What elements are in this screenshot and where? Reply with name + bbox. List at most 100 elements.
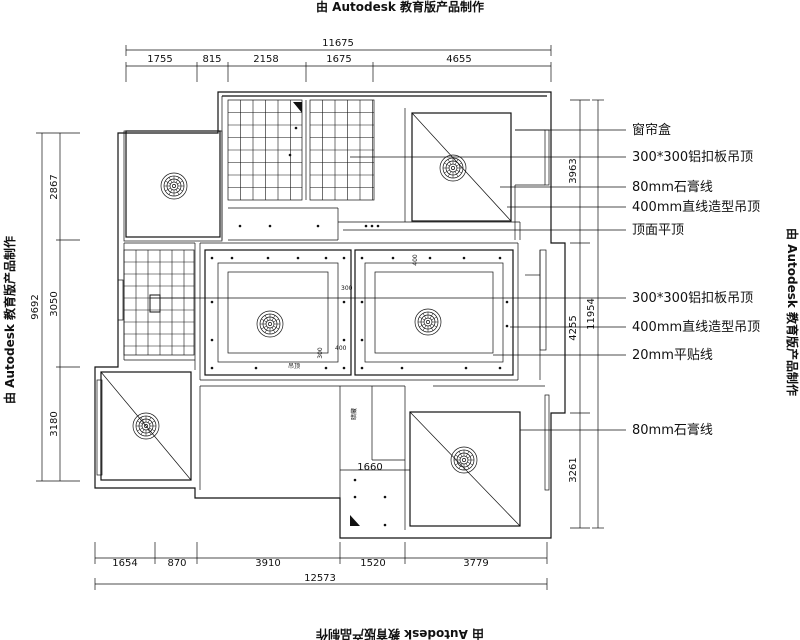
dim-bottom-3: 3910 [255,558,280,569]
right-dimension-chain: 3963 4255 3261 11954 [568,99,604,529]
watermark-right: 由 Autodesk 教育版产品制作 [785,228,800,396]
watermark-top: 由 Autodesk 教育版产品制作 [316,0,484,14]
spotlight-dot [342,300,346,304]
dim-bottom-5: 3779 [463,558,488,569]
room-text-2: 暗藏 [350,408,358,420]
dim-top-3: 2158 [253,54,278,65]
ceiling-lamp-6 [414,308,442,336]
watermark-bottom: 由 Autodesk 教育版产品制作 [316,627,484,640]
spotlight-dot [238,224,242,228]
dim-left-2: 3050 [49,291,60,316]
spotlight-dot [360,366,364,370]
dim-bottom-1: 1654 [112,558,137,569]
spotlight-dot [428,256,432,260]
spotlight-dot [462,256,466,260]
spotlight-dot [498,366,502,370]
ceiling-lamp-2 [439,154,467,182]
spotlight-dot [360,300,364,304]
spotlight-dot [288,153,292,157]
spotlight-dot [210,256,214,260]
callout-leaders [150,129,626,431]
label-aluminum-ceiling-1: 300*300铝扣板吊顶 [632,150,753,165]
spotlight-dot [266,256,270,260]
spotlight-dots [210,126,509,527]
spotlight-dot [316,224,320,228]
spotlight-dot [364,224,368,228]
dim-bottom-4: 1520 [360,558,385,569]
dim-left-3: 3180 [49,411,60,436]
lamp-fixtures [132,154,478,474]
spotlight-dot [353,495,357,499]
panel-top-left [125,130,221,238]
cabinet-mark [149,294,161,313]
panel-center-right [354,249,514,376]
spotlight-dot [342,338,346,342]
dim-bottom-total: 12573 [304,573,336,584]
spotlight-dot [370,224,374,228]
dim-inner-1: 400 [412,254,419,266]
bottom-dimension-chain: 1654 870 3910 1520 3779 12573 [94,542,548,590]
label-curtain-box: 窗帘盒 [632,122,671,138]
spotlight-dot [505,300,509,304]
corner-mark-2 [350,515,360,526]
spotlight-dot [254,366,258,370]
panel-top-right [411,112,512,222]
panel-bottom-right [409,411,521,527]
panel-bottom-left [100,371,192,481]
spotlight-dot [268,224,272,228]
dim-top-total: 11675 [322,38,354,49]
label-gypsum-line-1: 80mm石膏线 [632,179,713,195]
spotlight-dot [353,478,357,482]
dim-inner-2: 300 [341,285,353,292]
label-aluminum-ceiling-2: 300*300铝扣板吊顶 [632,291,753,306]
label-flat-ceiling: 顶面平顶 [632,223,684,238]
spotlight-dot [296,256,300,260]
dim-inner-4: 300 [317,347,324,359]
dim-right-1: 3963 [568,158,579,183]
dim-top-1: 1755 [147,54,172,65]
spotlight-dot [360,256,364,260]
spotlight-dot [464,366,468,370]
top-dimension-chain: 11675 1755 815 2158 1675 4655 [125,38,552,82]
spotlight-dot [400,366,404,370]
spotlight-dot [342,366,346,370]
dim-top-5: 4655 [446,54,471,65]
tile-grid-lines [123,100,374,356]
spotlight-dot [342,256,346,260]
panel-center-left [204,249,352,376]
ceiling-lamp-1 [160,172,188,200]
spotlight-dot [383,495,387,499]
dim-inner-3: 400 [335,345,347,352]
dim-top-2: 815 [202,54,221,65]
spotlight-dot [376,224,380,228]
label-gypsum-line-2: 80mm石膏线 [632,422,713,438]
ceiling-lamp-3 [132,412,160,440]
spotlight-dot [383,523,387,527]
spotlight-dot [505,324,509,328]
corner-mark-1 [293,102,302,113]
spotlight-dot [498,256,502,260]
label-flat-trim: 20mm平贴线 [632,348,713,363]
spotlight-dot [294,126,298,130]
room-text-1: 吊顶 [288,363,300,370]
dim-right-3: 3261 [568,457,579,482]
dim-top-4: 1675 [326,54,351,65]
spotlight-dot [391,256,395,260]
ceiling-lamp-5 [256,310,284,338]
floor-plan [94,91,566,539]
dim-left-total: 9692 [30,294,41,319]
dim-left-1: 2867 [49,174,60,199]
spotlight-dot [210,338,214,342]
watermark-left: 由 Autodesk 教育版产品制作 [2,236,17,404]
dim-inner-5: 1660 [357,462,382,473]
dim-right-2: 4255 [568,315,579,340]
label-linear-ceiling-2: 400mm直线造型吊顶 [632,320,760,335]
left-dimension-chain: 9692 2867 3050 3180 [30,132,80,482]
dim-bottom-2: 870 [167,558,186,569]
ceiling-lamp-4 [450,446,478,474]
spotlight-dot [360,338,364,342]
label-linear-ceiling-1: 400mm直线造型吊顶 [632,200,760,215]
spotlight-dot [230,256,234,260]
dim-right-total: 11954 [586,298,597,330]
